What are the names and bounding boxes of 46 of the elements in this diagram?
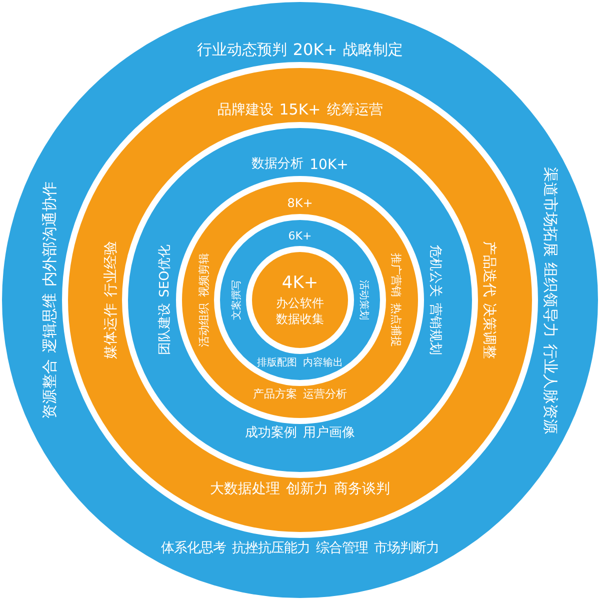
skill-label: 组织领导力 (541, 262, 558, 338)
skill-label: 行业经验 (102, 241, 119, 297)
skill-label: SEO优化 (158, 244, 173, 298)
skill-label: 大数据处理 (210, 481, 280, 498)
skill-label: 抗挫抗压能力 (232, 541, 310, 556)
skill-label: 决策调整 (481, 303, 498, 359)
skill-label: 数据收集 (276, 311, 324, 328)
salary-level-label: 15K+ (279, 102, 321, 119)
salary-level-label: 4K+ (282, 272, 318, 296)
skill-label: 创新力 (286, 481, 328, 498)
skill-label: 文案撰写 (232, 280, 243, 320)
salary-level-label: 6K+ (288, 230, 312, 243)
skill-label: 运营分析 (303, 389, 347, 402)
skill-label: 办公软件 (276, 295, 324, 312)
skill-label: 战略制定 (343, 41, 404, 58)
skill-label: 数据分析 (252, 157, 304, 172)
salary-level-label: 10K+ (310, 156, 348, 173)
salary-level-label: 8K+ (287, 197, 313, 211)
skill-label: 排版配图 (257, 357, 297, 368)
skill-label: 热点捕捉 (389, 303, 402, 347)
skill-label: 综合管理 (316, 541, 368, 556)
skill-label: 统筹运营 (326, 102, 383, 118)
skill-label: 视频剪辑 (198, 253, 211, 297)
skill-label: 团队建设 (158, 303, 173, 356)
skill-label: 行业人脉资源 (541, 344, 558, 434)
skill-label: 市场判断力 (374, 541, 439, 556)
skill-label: 体系化思考 (161, 541, 226, 556)
salary-level-label: 20K+ (292, 40, 338, 59)
skill-label: 行业动态预判 (196, 41, 287, 58)
skill-label: 内容输出 (303, 357, 343, 368)
skill-label: 渠道市场拓展 (541, 166, 558, 256)
skill-label: 产品迭代 (481, 241, 498, 297)
skill-label: 资源整合 (42, 358, 59, 418)
skill-label: 产品方案 (253, 389, 297, 402)
skill-label: 危机公关 (427, 245, 442, 297)
skill-label: 品牌建设 (217, 102, 274, 118)
skill-label: 活动策划 (357, 280, 368, 320)
skill-label: 媒体运作 (102, 303, 119, 359)
skill-label: 用户画像 (303, 427, 355, 442)
skill-label: 推广营销 (389, 253, 402, 297)
skill-label: 商务谈判 (334, 481, 390, 498)
skill-label: 活动组织 (198, 303, 211, 347)
skill-label: 营销规划 (427, 303, 442, 355)
skill-label: 成功案例 (245, 427, 297, 442)
skill-label: 逻辑思维 (42, 292, 59, 352)
skill-label: 内外部沟通协作 (42, 182, 59, 286)
